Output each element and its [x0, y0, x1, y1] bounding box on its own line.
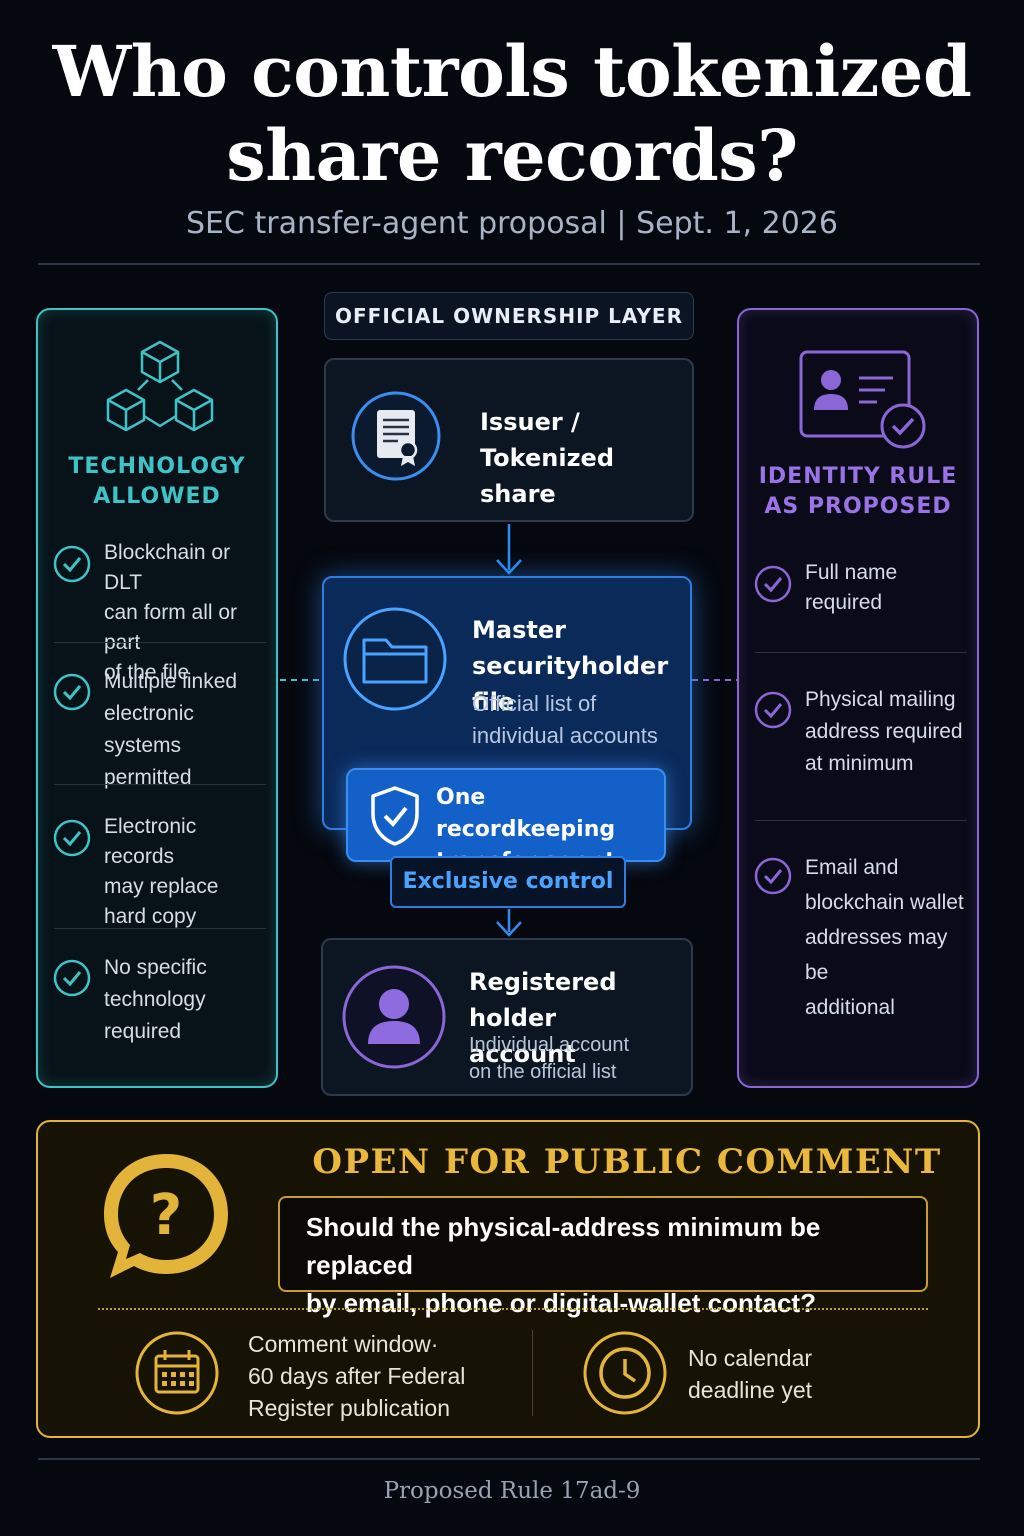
public-comment-box: ? OPEN FOR PUBLIC COMMENT Should the phy…: [36, 1120, 980, 1438]
comment-window: Comment window· 60 days after Federal Re…: [248, 1331, 466, 1421]
transfer-agent-badge: One recordkeeping transfer agent: [346, 768, 666, 874]
shield-check-icon: [371, 786, 419, 846]
question-bubble-icon: ?: [104, 1154, 228, 1278]
folder-icon: [343, 607, 447, 711]
tech-item-4: No specific technology required: [52, 952, 266, 1048]
master-title: Master: [472, 616, 566, 644]
divider: [755, 652, 967, 653]
issuer-title: Issuer /: [480, 408, 580, 436]
footer-divider: [38, 1458, 980, 1460]
check-circle-icon: [754, 565, 792, 603]
page-title: Who controls tokenized share records?: [0, 30, 1024, 198]
check-circle-icon: [53, 959, 91, 997]
arrow-down-icon-1: [496, 524, 522, 575]
divider: [54, 642, 266, 643]
identity-panel: IDENTITY RULE AS PROPOSED Full name requ…: [737, 308, 979, 1088]
calendar-icon: [135, 1331, 219, 1415]
clock-icon: [583, 1331, 667, 1415]
deadline-status: No calendar deadline yet: [688, 1345, 813, 1403]
identity-item-2: Physical mailing address required at min…: [753, 684, 967, 780]
master-subtitle: Official list of: [472, 691, 597, 716]
tech-item-3: Electronic records may replace hard copy: [52, 812, 266, 932]
technology-heading: TECHNOLOGY ALLOWED: [68, 454, 246, 509]
holder-card: Registered holder account Individual acc…: [321, 938, 693, 1096]
check-circle-icon: [754, 857, 792, 895]
divider: [54, 928, 266, 929]
check-circle-icon: [754, 691, 792, 729]
certificate-icon: [351, 391, 441, 481]
comment-question: Should the physical-address minimum be r…: [278, 1196, 928, 1318]
header-divider: [38, 263, 980, 265]
id-card-check-icon: [799, 350, 926, 449]
person-icon: [342, 965, 446, 1069]
comment-heading: OPEN FOR PUBLIC COMMENT: [312, 1142, 942, 1182]
exclusive-control-label: Exclusive control: [390, 856, 626, 908]
holder-title: Registered holder: [469, 968, 617, 1032]
identity-heading: IDENTITY RULE AS PROPOSED: [758, 464, 958, 519]
divider: [755, 820, 967, 821]
footer-rule-reference: Proposed Rule 17ad-9: [383, 1478, 641, 1504]
title-line-1: Who controls tokenized: [52, 30, 972, 113]
dotted-divider: [98, 1308, 928, 1310]
ownership-layer-label: OFFICIAL OWNERSHIP LAYER: [324, 292, 694, 340]
divider: [54, 784, 266, 785]
holder-subtitle: Individual account: [469, 1034, 630, 1056]
check-circle-icon: [53, 819, 91, 857]
blocks-icon: [106, 340, 214, 432]
identity-item-3: Email and blockchain wallet addresses ma…: [753, 850, 967, 1025]
tech-item-2: Multiple linked electronic systems permi…: [52, 666, 266, 794]
vertical-divider: [532, 1330, 533, 1416]
issuer-card: Issuer / Tokenized share: [324, 358, 694, 522]
svg-text:?: ?: [150, 1183, 182, 1248]
title-line-2: share records?: [226, 114, 798, 197]
agent-title: One recordkeeping: [436, 785, 616, 842]
check-circle-icon: [53, 673, 91, 711]
technology-panel: TECHNOLOGY ALLOWED Blockchain or DLT can…: [36, 308, 278, 1088]
arrow-down-icon-2: [496, 909, 522, 937]
identity-item-1: Full name required: [753, 558, 967, 618]
page-subtitle: SEC transfer-agent proposal | Sept. 1, 2…: [186, 206, 838, 241]
check-circle-icon: [53, 545, 91, 583]
